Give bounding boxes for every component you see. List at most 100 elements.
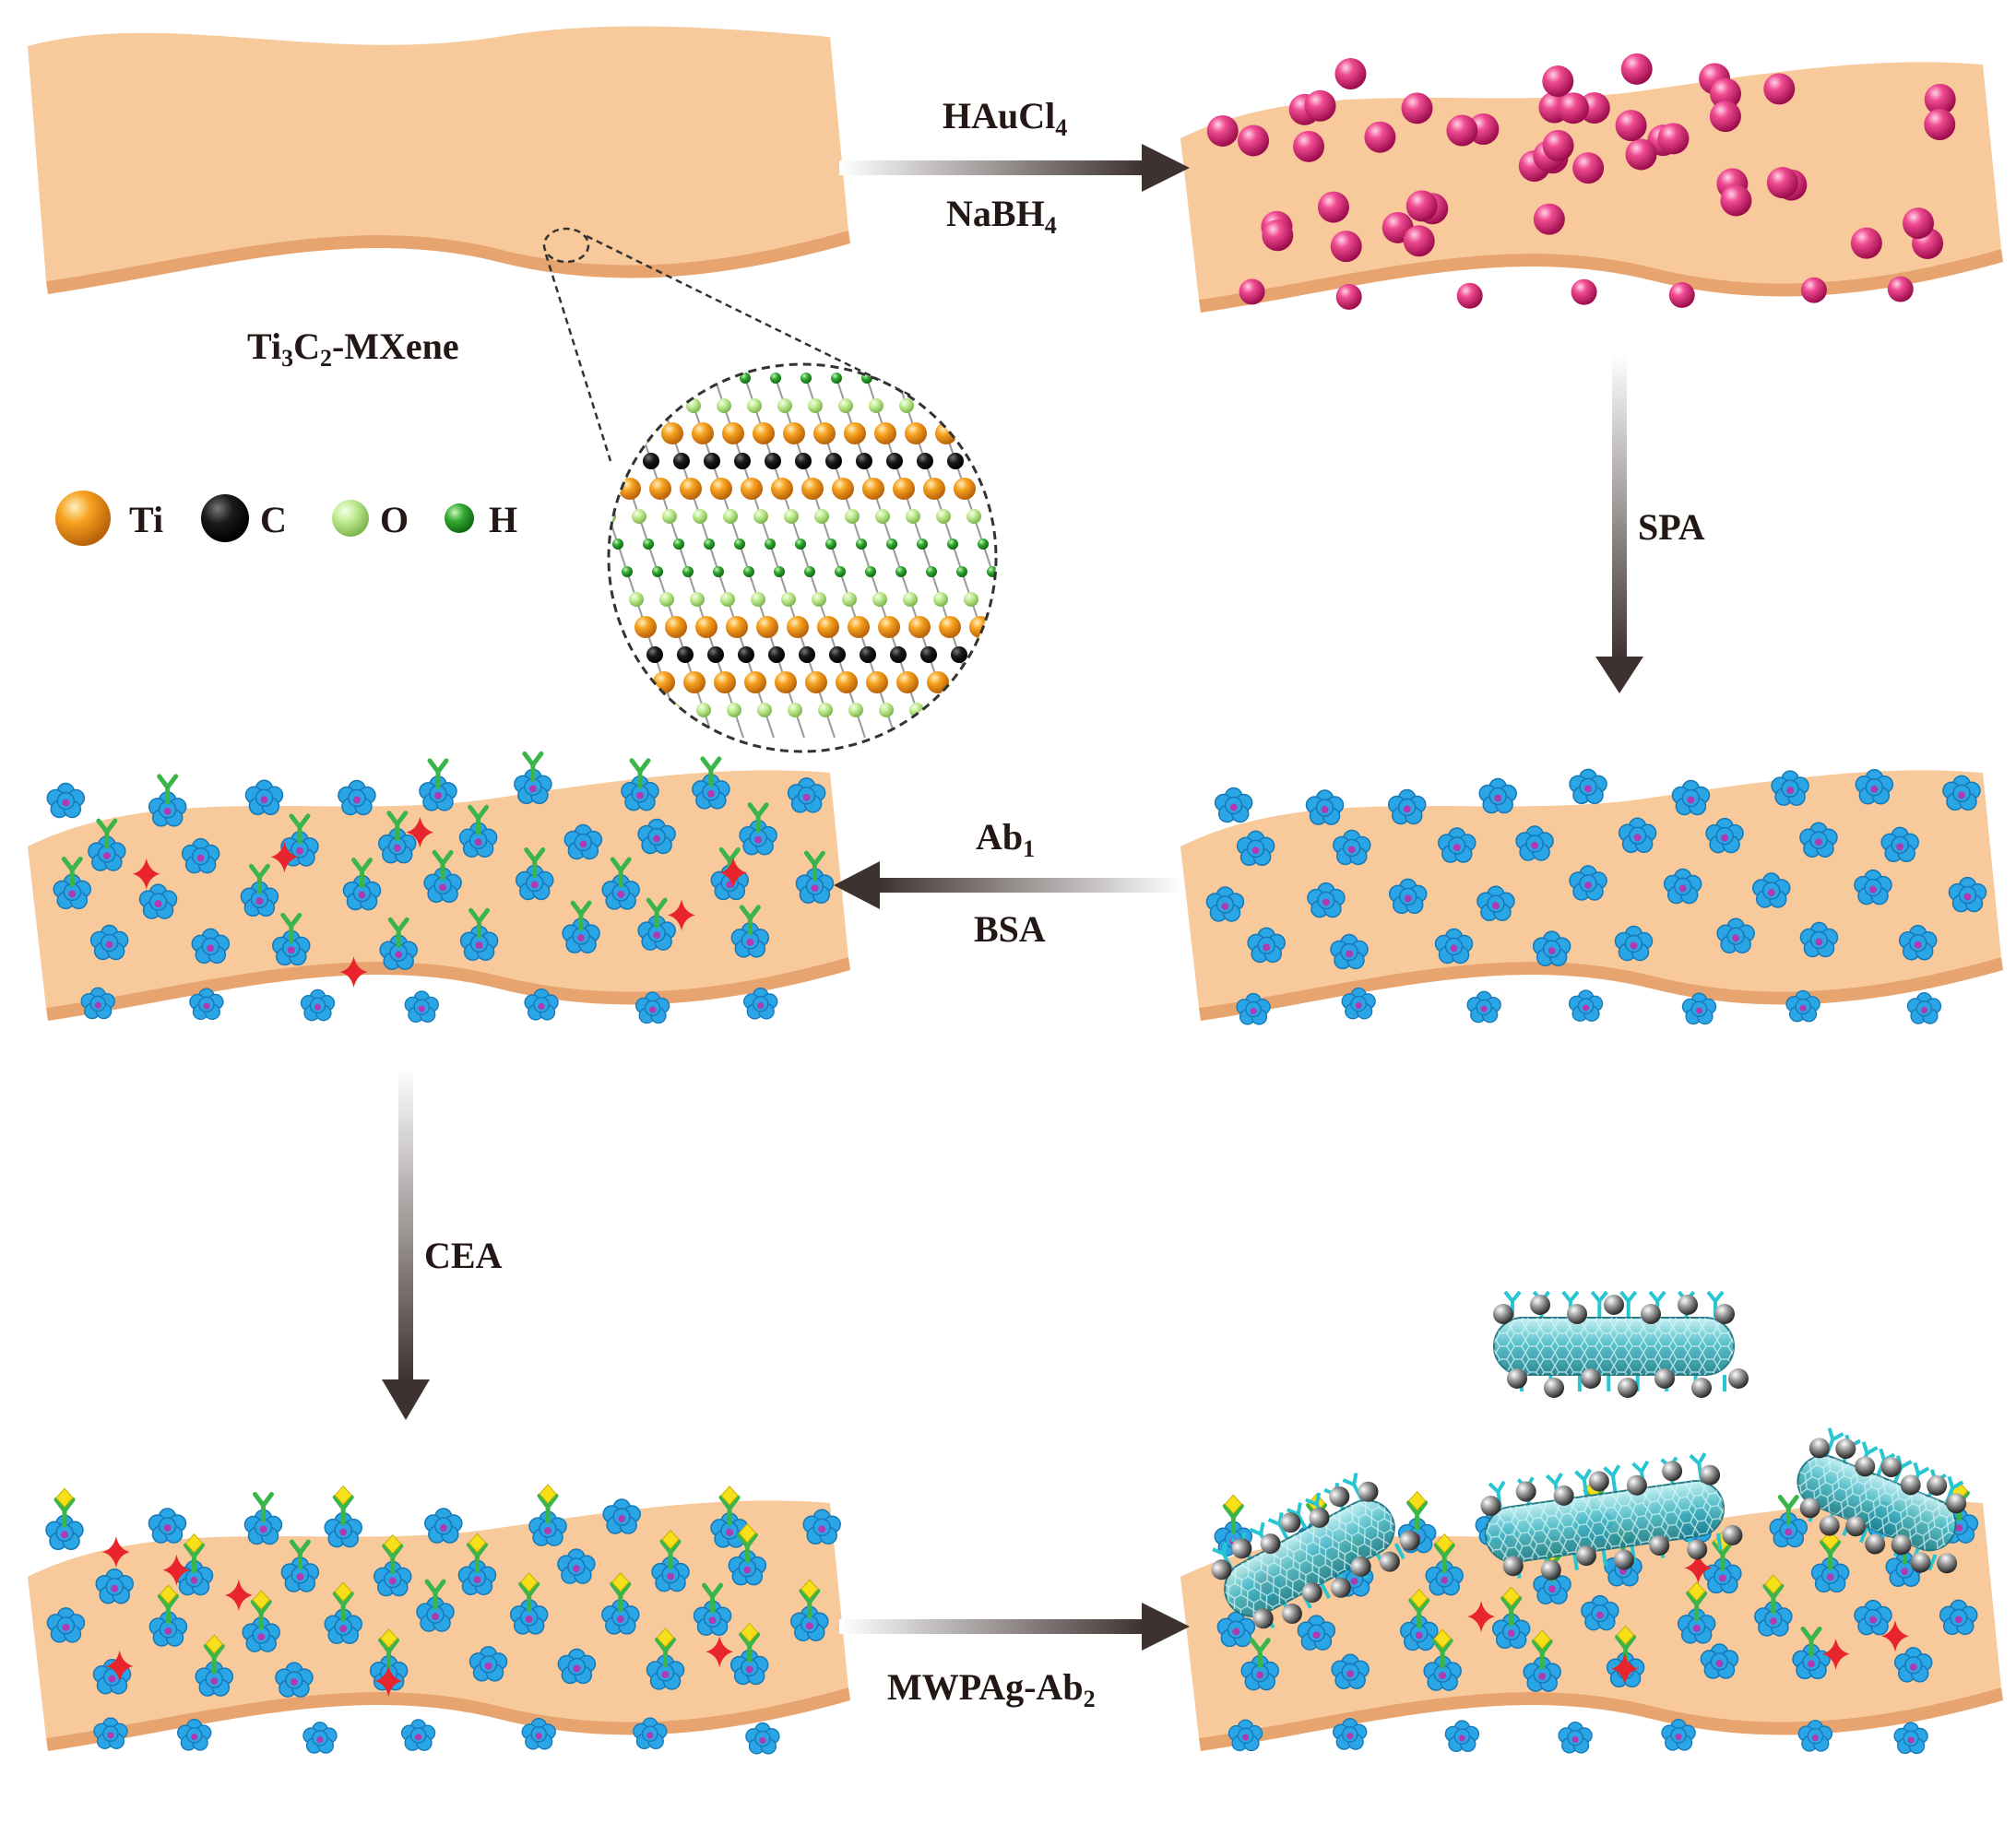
lattice-atom (564, 398, 579, 413)
protein-a (419, 775, 457, 811)
nanotube-lattice (1797, 1455, 1956, 1551)
lattice-atom (981, 646, 996, 663)
lattice-atom (923, 478, 945, 500)
lattice-atom (582, 453, 599, 469)
lattice-atom (781, 592, 796, 607)
protein-a (557, 1648, 597, 1685)
lattice-atom (903, 592, 918, 607)
lattice-atom (951, 646, 967, 663)
lattice-atom (741, 478, 763, 500)
antibody (351, 858, 374, 889)
lattice-atom (734, 453, 751, 469)
protein-a (1854, 869, 1892, 906)
antibody (1800, 1626, 1822, 1657)
silver-nanoparticle (1567, 1304, 1587, 1324)
antibody (427, 758, 449, 789)
silver-nanoparticle (1379, 1551, 1400, 1572)
bsa-blocker (224, 1580, 253, 1612)
silver-nanoparticle (1281, 1603, 1302, 1624)
lattice-atom (947, 453, 964, 469)
silver-nanoparticle (1855, 1456, 1876, 1477)
bsa-blocker (105, 1650, 134, 1682)
antigen (1407, 1490, 1427, 1511)
protein-a (1581, 1594, 1619, 1631)
lattice-atom (683, 671, 706, 693)
gold-nanoparticle (1446, 114, 1478, 147)
lattice-atom (693, 509, 707, 524)
antibody (432, 849, 454, 881)
lattice-atom (908, 616, 931, 638)
antibody (157, 774, 179, 805)
antibody (629, 758, 651, 789)
lattice-atom (812, 592, 826, 607)
gold-nanoparticles (1206, 53, 1956, 310)
protein-a (1948, 876, 1987, 913)
detection-antibody (1287, 1502, 1308, 1531)
protein-a (729, 1649, 769, 1686)
bsa-blocker (706, 1636, 734, 1668)
free-nanotube (1493, 1290, 1749, 1398)
bsa-blocker (1821, 1638, 1850, 1670)
protein-a (1341, 987, 1376, 1020)
lattice-atom (966, 509, 981, 524)
lattice-atom (743, 566, 754, 577)
lattice-atom (775, 671, 797, 693)
protein-a (802, 1509, 841, 1545)
gold-nanoparticle (1238, 124, 1270, 157)
lattice-atom (673, 453, 690, 469)
immunosensor-proteins (1214, 1478, 1979, 1755)
silver-nanoparticle (1618, 1378, 1638, 1398)
lattice-atom (673, 539, 684, 550)
silver-nanoparticle (1865, 1533, 1886, 1555)
protein-a (46, 1607, 86, 1643)
antibody (610, 857, 632, 888)
antigen (611, 1572, 630, 1592)
antigen (1820, 1530, 1840, 1551)
protein-a (1532, 930, 1571, 966)
antibody (1431, 1638, 1453, 1669)
lattice-atom (653, 671, 675, 693)
protein-a (95, 1568, 135, 1604)
lattice-atom (751, 592, 765, 607)
antibody (739, 905, 761, 936)
lattice-atom (795, 453, 812, 469)
silver-nanoparticle (1891, 1534, 1912, 1556)
protein-a (1854, 1599, 1892, 1636)
protein-a (1855, 769, 1894, 805)
lattice-atom (771, 478, 793, 500)
silver-nanoparticle (1350, 1556, 1371, 1577)
protein-a (1751, 872, 1791, 908)
silver-nanoparticle (1808, 1438, 1830, 1459)
protein-a (1466, 990, 1501, 1024)
lattice-atom (935, 422, 957, 444)
antigen (379, 1628, 398, 1649)
lattice-atom (722, 422, 744, 444)
protein-a (516, 864, 554, 901)
lattice-atom (680, 478, 702, 500)
protein-a (1614, 925, 1654, 962)
lattice-atom (917, 539, 928, 550)
silver-nanoparticle (1910, 1552, 1931, 1573)
silver-nanoparticle (1845, 1516, 1867, 1537)
protein-a (1307, 882, 1346, 918)
lattice-atom (765, 539, 776, 550)
step1-top-main: HAuCl (943, 95, 1056, 136)
silver-nanoparticle (1714, 1304, 1735, 1324)
material-label: Ti3C2-MXene (247, 328, 459, 371)
antigen (252, 1590, 270, 1610)
silver-nanoparticle (1654, 1368, 1675, 1389)
lattice-atom (856, 453, 872, 469)
lattice-atom (665, 616, 687, 638)
lattice-atom (978, 453, 994, 469)
antigen (159, 1584, 178, 1604)
arrow-step1 (839, 144, 1190, 192)
lattice-atom (994, 592, 996, 607)
silver-nanoparticle (1937, 1553, 1958, 1574)
cea-sheet-edge (46, 1687, 850, 1751)
lattice-atom (612, 453, 629, 469)
lattice-atom (690, 592, 705, 607)
antibody (250, 1599, 272, 1630)
protein-a (189, 988, 224, 1021)
lattice-atom (808, 398, 823, 413)
